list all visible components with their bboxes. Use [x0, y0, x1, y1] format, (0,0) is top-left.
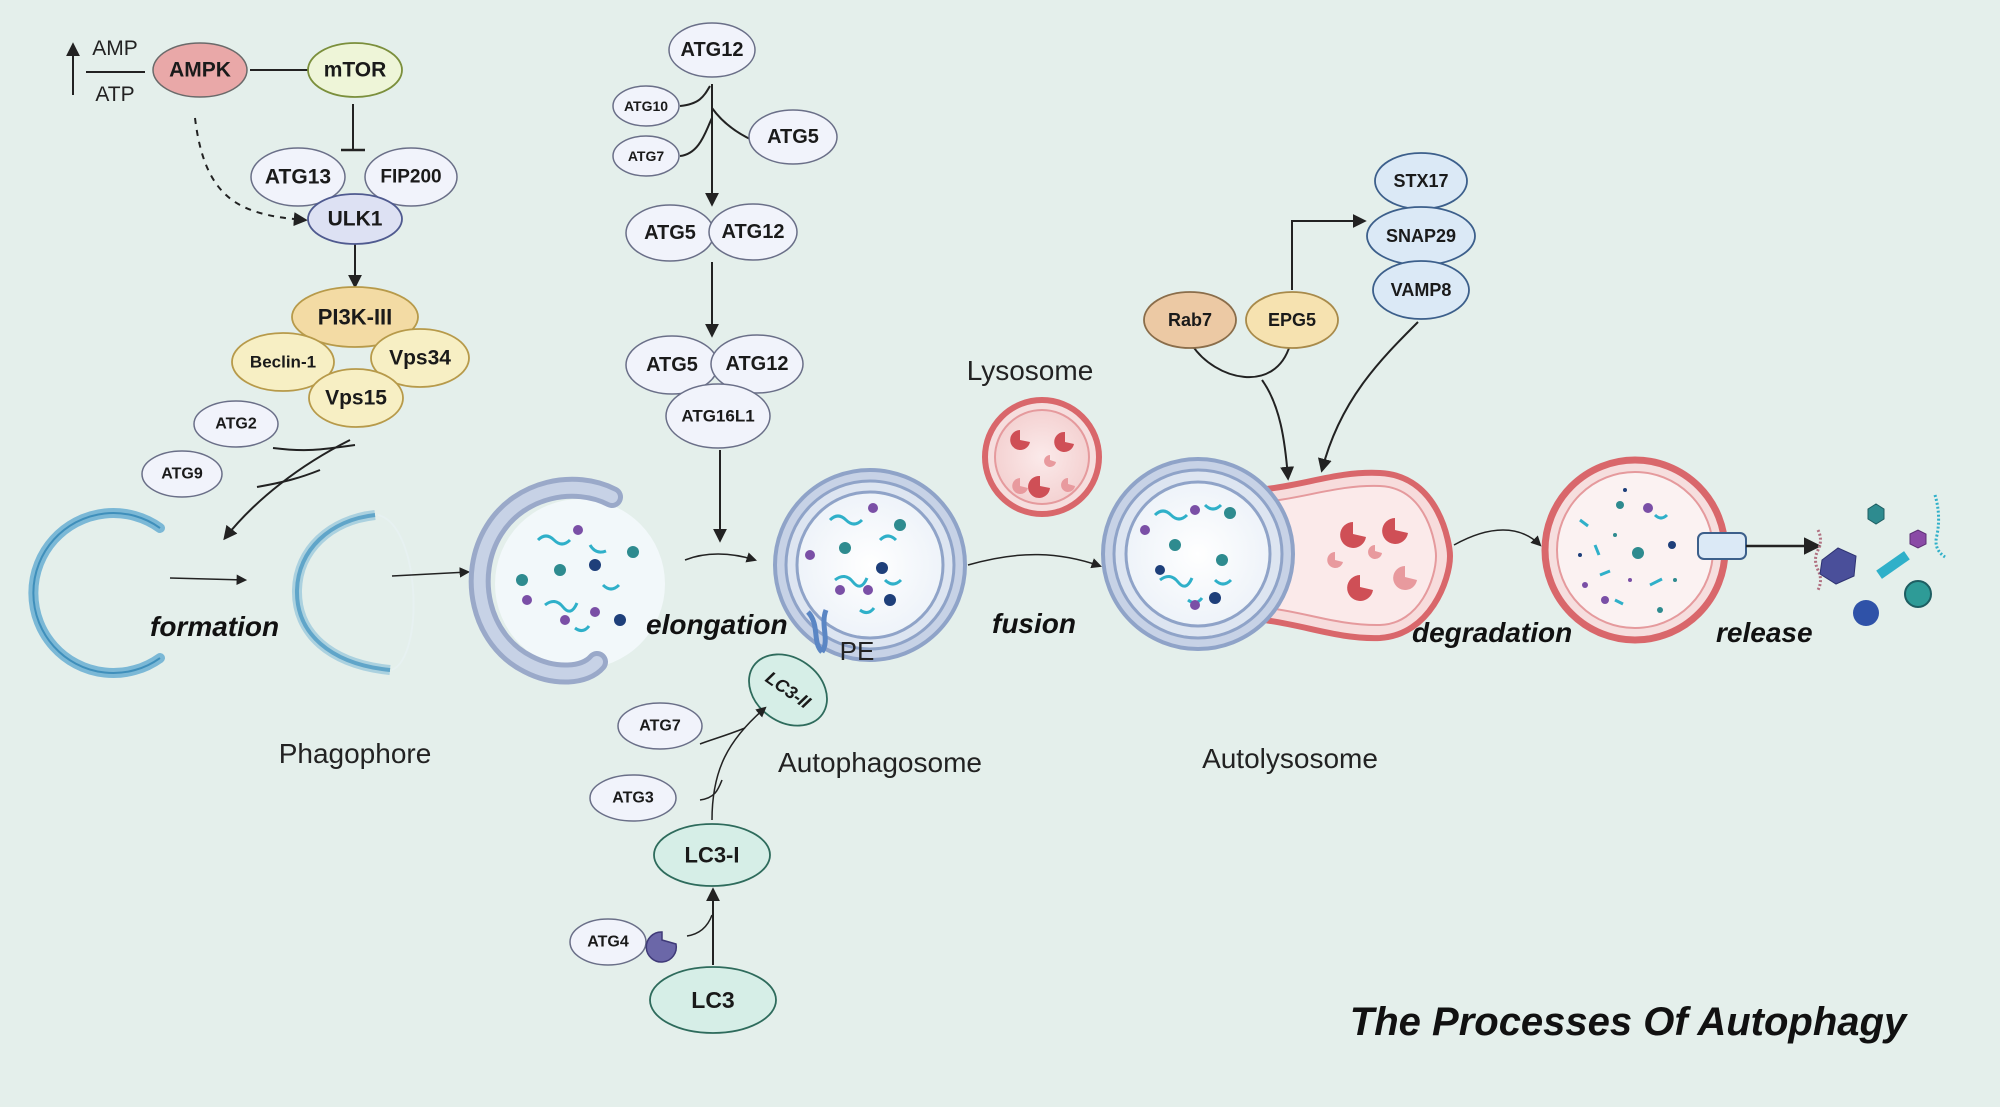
- autolysosome-fusing: [1101, 457, 1454, 651]
- atg5-top-node: ATG5: [748, 109, 838, 165]
- atg5-mid-label: ATG5: [644, 222, 696, 244]
- label-lysosome: Lysosome: [967, 355, 1094, 386]
- vps15-label: Vps15: [325, 387, 387, 410]
- atg5-mid-node: ATG5: [625, 204, 715, 262]
- amp-label: AMP: [92, 37, 138, 60]
- lysosome: [982, 397, 1102, 517]
- phagophore-early: [28, 508, 165, 678]
- atg12-low-label: ATG12: [726, 353, 789, 375]
- atg4-node: ATG4: [569, 918, 647, 966]
- pe-label: PE: [840, 636, 875, 666]
- stage-release: release: [1716, 617, 1813, 648]
- atg10-node: ATG10: [612, 85, 680, 127]
- snap29-node: SNAP29: [1366, 206, 1476, 266]
- lc3ii-node: LC3-II: [748, 653, 828, 727]
- atg9-node: ATG9: [141, 450, 223, 498]
- atg2-label: ATG2: [215, 416, 257, 433]
- pi3k-node: PI3K-III: [291, 286, 419, 348]
- cargo-cluster-2: [805, 503, 906, 615]
- lc3-node: LC3: [649, 966, 777, 1034]
- stx17-label: STX17: [1393, 171, 1448, 191]
- rab7-label: Rab7: [1168, 310, 1212, 330]
- pe-anchor: PE: [806, 609, 875, 666]
- atg9-label: ATG9: [161, 466, 203, 483]
- energy-sensor: AMP ATP: [66, 37, 145, 106]
- atg12-mid-node: ATG12: [708, 203, 798, 261]
- lc3i-label: LC3-I: [685, 843, 740, 868]
- atg12-top-label: ATG12: [681, 39, 744, 61]
- diagram-title: The Processes Of Autophagy: [1350, 1000, 1908, 1044]
- cargo-cluster-1: [516, 525, 639, 633]
- vps34-node: Vps34: [370, 328, 470, 388]
- stage-degradation: degradation: [1412, 617, 1572, 648]
- atg3-label: ATG3: [612, 790, 654, 807]
- cargo-cluster-3: [1140, 503, 1236, 610]
- atg12-low-node: ATG12: [710, 334, 804, 394]
- rab7-node: Rab7: [1143, 291, 1237, 349]
- stx17-node: STX17: [1374, 152, 1468, 210]
- epg5-node: EPG5: [1245, 291, 1339, 349]
- stage-fusion: fusion: [992, 608, 1076, 639]
- mtor-node: mTOR: [307, 42, 403, 98]
- beclin1-label: Beclin-1: [250, 353, 316, 372]
- stage-formation: formation: [150, 611, 279, 642]
- atg5-low-node: ATG5: [625, 335, 719, 395]
- label-autophagosome: Autophagosome: [778, 747, 982, 778]
- enzymes-autolysosome: [1327, 518, 1417, 601]
- vamp8-label: VAMP8: [1391, 280, 1452, 300]
- atg2-node: ATG2: [193, 400, 279, 448]
- ulk1-label: ULK1: [328, 208, 383, 231]
- label-phagophore: Phagophore: [279, 738, 432, 769]
- stage-elongation: elongation: [646, 609, 788, 640]
- atg7-low-node: ATG7: [617, 702, 703, 750]
- atg12-mid-label: ATG12: [722, 221, 785, 243]
- mtor-label: mTOR: [324, 59, 387, 82]
- atg4-protease-icon: [645, 931, 678, 963]
- label-autolysosome: Autolysosome: [1202, 743, 1378, 774]
- atg16l1-node: ATG16L1: [665, 383, 771, 449]
- nascent-autophagosome: [468, 476, 665, 685]
- phagophore-late: [291, 510, 415, 675]
- atg7-low-label: ATG7: [639, 718, 681, 735]
- atg3-node: ATG3: [589, 774, 677, 822]
- pi3k-label: PI3K-III: [318, 305, 393, 330]
- atg10-label: ATG10: [624, 98, 668, 114]
- ulk1-node: ULK1: [307, 193, 403, 245]
- enzymes-lysosome: [1010, 430, 1075, 498]
- fip200-label: FIP200: [380, 167, 441, 188]
- cargo-fragments: [1578, 488, 1677, 613]
- atg4-label: ATG4: [587, 934, 629, 951]
- vps15-node: Vps15: [308, 368, 404, 428]
- atg7-top-node: ATG7: [612, 135, 680, 177]
- lc3i-node: LC3-I: [653, 823, 771, 887]
- atg5-low-label: ATG5: [646, 354, 698, 376]
- atg12-top-node: ATG12: [668, 22, 756, 78]
- released-products: [1814, 494, 1946, 626]
- autolysosome-degrading: [1541, 456, 1747, 644]
- atg5-top-label: ATG5: [767, 126, 819, 148]
- ampk-label: AMPK: [169, 59, 231, 82]
- beclin1-node: Beclin-1: [231, 332, 335, 392]
- atg16l1-label: ATG16L1: [681, 407, 754, 426]
- vamp8-node: VAMP8: [1372, 260, 1470, 320]
- snap29-label: SNAP29: [1386, 226, 1456, 246]
- atg7-top-label: ATG7: [628, 148, 665, 164]
- atg13-label: ATG13: [265, 166, 331, 189]
- fip200-node: FIP200: [364, 147, 458, 207]
- vps34-label: Vps34: [389, 347, 451, 370]
- autophagosome: [773, 468, 967, 662]
- lc3-label: LC3: [691, 987, 734, 1013]
- ampk-node: AMPK: [152, 42, 248, 98]
- epg5-label: EPG5: [1268, 310, 1316, 330]
- atg13-node: ATG13: [250, 147, 346, 207]
- atp-label: ATP: [95, 83, 134, 106]
